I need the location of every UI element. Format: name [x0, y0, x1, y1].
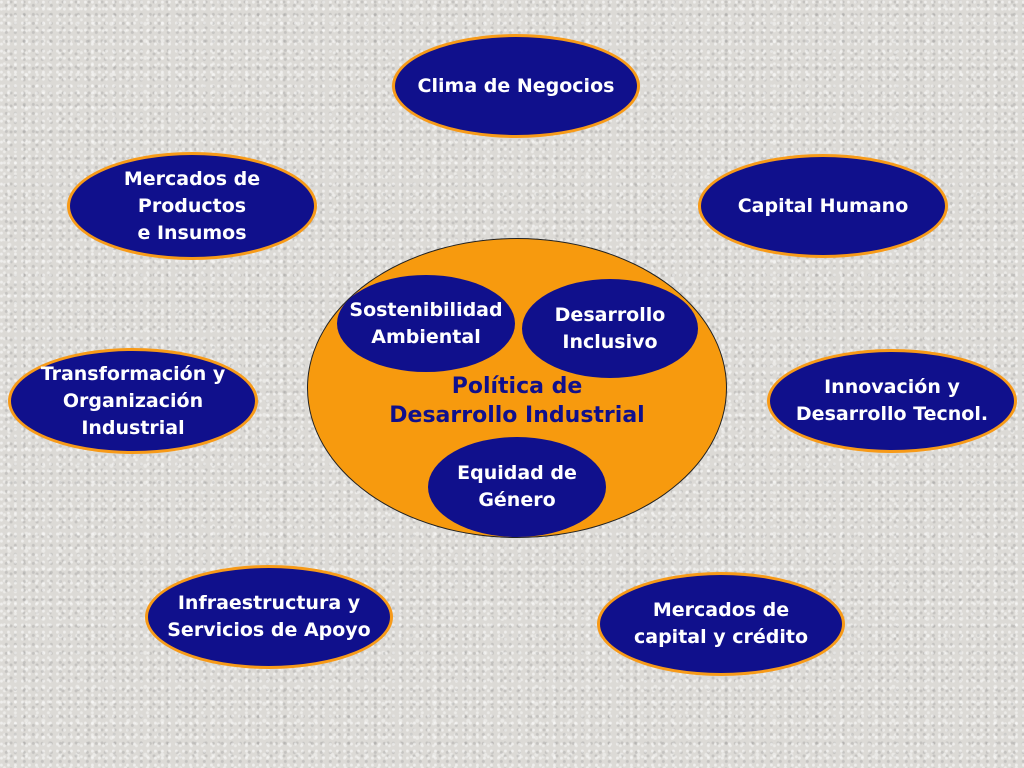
infraestructura-servicios-node: Infraestructura y Servicios de Apoyo: [145, 565, 393, 669]
innovacion-desarrollo-node: Innovación y Desarrollo Tecnol.: [767, 349, 1017, 453]
transformacion-organizacion-node: Transformación y Organización Industrial: [8, 348, 258, 454]
central-policy-title: Política de Desarrollo Industrial: [389, 374, 645, 428]
capital-humano-node: Capital Humano: [698, 154, 948, 258]
mercados-productos-node: Mercados de Productos e Insumos: [67, 152, 317, 260]
clima-negocios-node: Clima de Negocios: [392, 34, 640, 138]
sostenibilidad-ambiental-node: Sostenibilidad Ambiental: [337, 275, 515, 372]
mercados-capital-node: Mercados de capital y crédito: [597, 572, 845, 676]
equidad-genero-node: Equidad de Género: [428, 437, 606, 537]
desarrollo-inclusivo-node: Desarrollo Inclusivo: [522, 279, 698, 378]
